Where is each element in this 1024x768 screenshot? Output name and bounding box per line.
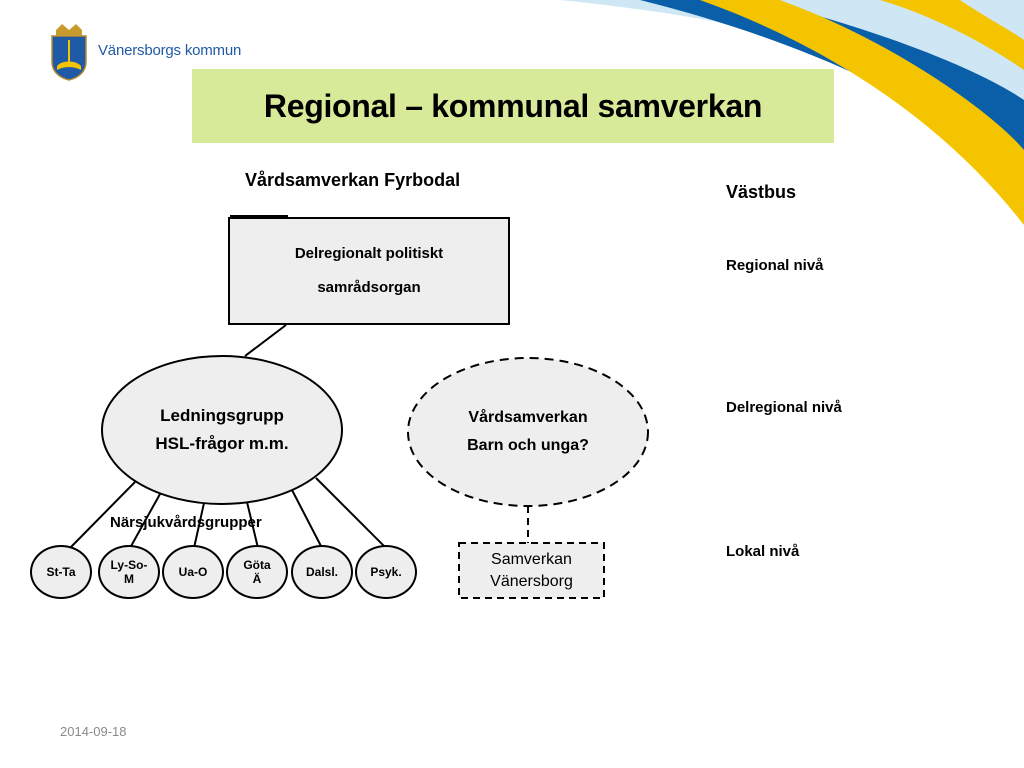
connector-top-ledning: [244, 324, 287, 357]
connector-group-1: [69, 481, 136, 549]
level-lokal: Lokal nivå: [726, 543, 800, 560]
slide-title: Regional – kommunal samverkan: [263, 87, 763, 124]
heading-right: Västbus: [726, 182, 797, 202]
samverkan-line2: Vänersborg: [490, 573, 573, 590]
ledningsgrupp-node: Ledningsgrupp HSL-frågor m.m.: [102, 400, 342, 460]
connector-group-2: [129, 493, 161, 549]
politiskt-samradsorgan-box: Delregionalt politiskt samrådsorgan: [228, 217, 510, 325]
vardsamverkan-line1: Vårdsamverkan: [468, 409, 588, 426]
narsjukvardsgrupper-label: Närsjukvårdsgrupper: [110, 514, 262, 531]
vardsamverkan-line2: Barn och unga?: [467, 437, 589, 454]
ledning-line1: Ledningsgrupp: [160, 406, 284, 425]
connector-group-3: [193, 502, 205, 549]
slide-title-banner: Regional – kommunal samverkan: [192, 69, 834, 143]
level-regional: Regional nivå: [726, 257, 824, 274]
level-delregional: Delregional nivå: [726, 399, 842, 416]
group-ly-so-m: Ly-So- M: [98, 545, 160, 599]
connector-group-6: [315, 477, 387, 549]
top-box-line1: Delregionalt politiskt: [294, 245, 444, 262]
org-logo: Vänersborgs kommun: [92, 30, 262, 70]
samverkan-vanersborg-node: Samverkan Vänersborg: [459, 546, 604, 596]
connector-group-5: [291, 489, 323, 549]
slide-date: 2014-09-18: [60, 724, 127, 739]
swoosh-yellow: [700, 0, 1024, 225]
group-st-ta: St-Ta: [30, 545, 92, 599]
swoosh-light-blue: [560, 0, 1024, 120]
group-gota-a: Göta Ä: [226, 545, 288, 599]
org-name: Vänersborgs kommun: [98, 41, 242, 59]
top-box-line2: samrådsorgan: [317, 279, 421, 296]
group-psyk: Psyk.: [355, 545, 417, 599]
vardsamverkan-node: Vårdsamverkan Barn och unga?: [408, 402, 648, 462]
connector-group-4: [246, 501, 259, 549]
logo-shield-icon: [51, 24, 87, 81]
swoosh-top-yellow: [880, 0, 1024, 70]
samverkan-local-box: [458, 542, 605, 599]
samverkan-line1: Samverkan: [491, 551, 572, 568]
group-dalsl: Dalsl.: [291, 545, 353, 599]
ledning-ellipse: [101, 355, 343, 505]
group-ua-o: Ua-O: [162, 545, 224, 599]
ledning-line2: HSL-frågor m.m.: [155, 434, 289, 453]
heading-left: Vårdsamverkan Fyrbodal: [245, 170, 461, 190]
